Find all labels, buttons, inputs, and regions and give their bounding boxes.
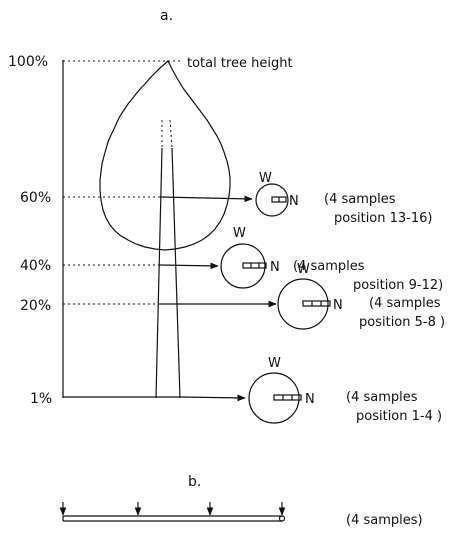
disc-1-percent xyxy=(248,372,302,424)
disc-60-west-label: W xyxy=(259,171,272,186)
samples-60-line1: (4 samples xyxy=(324,192,396,207)
disc-20-north-label: N xyxy=(333,298,343,313)
arrow-60-percent xyxy=(159,195,253,203)
arrow-1-percent xyxy=(180,394,246,402)
trunk-right-edge xyxy=(171,147,181,399)
label-1-percent: 1% xyxy=(30,391,52,407)
arrow-40-percent xyxy=(159,262,219,270)
samples-20-line1: (4 samples xyxy=(369,296,441,311)
disc-60-north-label: N xyxy=(289,194,299,209)
label-60-percent: 60% xyxy=(20,190,51,206)
label-20-percent: 20% xyxy=(20,298,51,314)
disc-1-west-label: W xyxy=(268,356,281,371)
total-height-label: total tree height xyxy=(187,56,293,71)
panel-b-label: b. xyxy=(188,474,201,490)
sample-bar xyxy=(62,515,286,522)
trunk-left-edge xyxy=(155,147,163,399)
samples-60-line2: position 13-16) xyxy=(334,211,432,226)
panel-b-samples-label: (4 samples) xyxy=(346,513,423,528)
samples-1-line2: position 1-4 ) xyxy=(356,409,442,424)
disc-40-percent xyxy=(220,243,267,289)
disc-60-percent xyxy=(255,183,289,217)
samples-40-line2: position 9-12) xyxy=(353,278,443,293)
disc-20-percent xyxy=(277,278,331,330)
disc-40-north-label: N xyxy=(270,260,280,275)
trunk-top-right xyxy=(169,119,173,149)
label-100-percent: 100% xyxy=(8,54,48,70)
label-40-percent: 40% xyxy=(20,258,51,274)
panel-a-label: a. xyxy=(160,8,173,24)
disc-20-west-label: W xyxy=(297,262,310,277)
samples-20-line2: position 5-8 ) xyxy=(359,315,445,330)
tree-crown xyxy=(99,60,231,251)
disc-40-west-label: W xyxy=(233,226,246,241)
disc-1-north-label: N xyxy=(305,392,315,407)
samples-40-line1: (4 samples xyxy=(293,259,365,274)
samples-1-line1: (4 samples xyxy=(346,390,418,405)
